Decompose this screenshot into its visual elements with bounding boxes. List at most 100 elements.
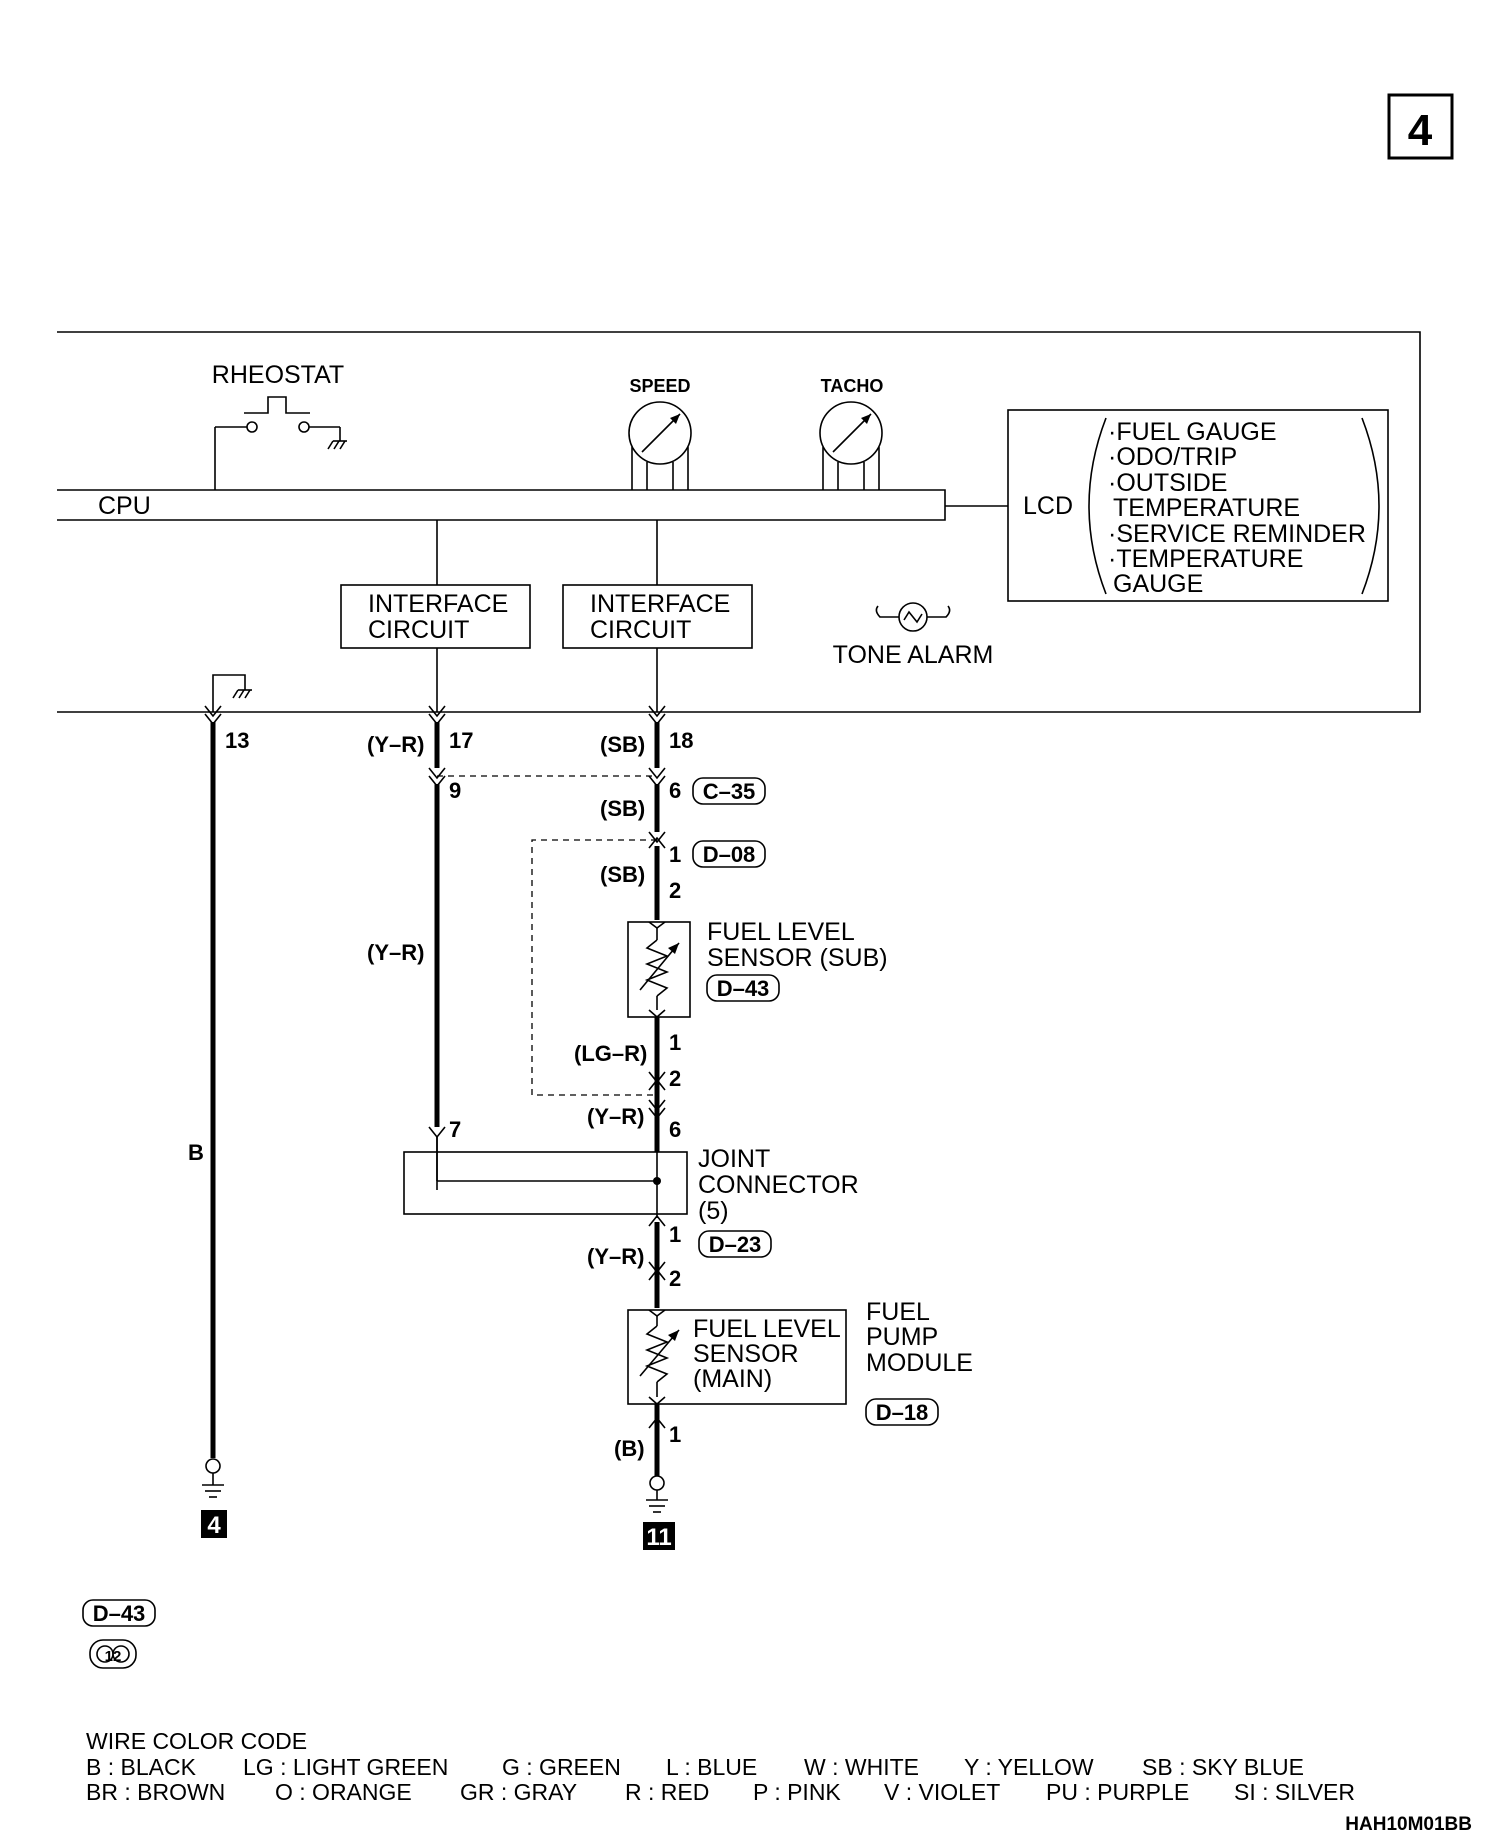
lcd-item: ·SERVICE REMINDER (1108, 520, 1366, 548)
joint-connector-box (403, 1151, 688, 1215)
variable-resistor-icon (639, 1309, 680, 1406)
joint-connector-label: (5) (698, 1197, 729, 1225)
connector-tag-d23: D–23 (698, 1230, 772, 1258)
wire-color-code-item: W : WHITE (804, 1754, 919, 1780)
wire-color-yr: (Y–R) (367, 940, 424, 965)
lcd-item: ·FUEL GAUGE (1108, 418, 1277, 446)
pin17-connector-mark (428, 705, 446, 718)
fuel-pump-module-label: FUEL (866, 1298, 930, 1326)
pin-1: 1 (669, 1030, 681, 1055)
legend-pins: 12 (105, 1648, 122, 1665)
cpu-label: CPU (98, 492, 151, 520)
fuel-sensor-sub-label: SENSOR (SUB) (707, 944, 888, 972)
speedometer-icon (628, 401, 692, 490)
pin2-connector-mark (648, 836, 666, 849)
ground-point-11-badge (643, 1522, 675, 1550)
connector-tag-c35: C–35 (692, 777, 766, 805)
pin6b-connector-mark (648, 1099, 666, 1112)
interface-circuit-1-label: CIRCUIT (368, 616, 469, 644)
pin-1: 1 (669, 842, 681, 867)
wire-color-code-item: GR : GRAY (460, 1779, 577, 1805)
lcd-label: LCD (1023, 492, 1073, 520)
fuel-sensor-main-label: (MAIN) (693, 1365, 772, 1393)
wire-color-code-item: V : VIOLET (884, 1779, 1000, 1805)
pin-18: 18 (669, 728, 693, 753)
lcd-item: GAUGE (1113, 570, 1203, 598)
connector-d08-outline (531, 839, 657, 1096)
pin1d-connector-mark (648, 1416, 666, 1429)
fuel-pump-module-label: PUMP (866, 1323, 938, 1351)
lcd-bracket-right (1361, 417, 1380, 595)
pin2c-connector-mark (648, 1268, 666, 1281)
interface-circuit-2-label: INTERFACE (590, 590, 730, 618)
tone-alarm-label: TONE ALARM (833, 641, 994, 669)
tacho-label: TACHO (821, 376, 884, 396)
interface-circuit-1-label: INTERFACE (368, 590, 508, 618)
wire-color-sb: (SB) (600, 732, 645, 757)
pin7-connector-mark (428, 1126, 446, 1139)
wire-color-code-item: PU : PURPLE (1046, 1779, 1189, 1805)
pin1-connector-mark (648, 831, 666, 844)
figure-code: HAH10M01BB (1345, 1814, 1472, 1835)
connector-tag-d43: D–43 (706, 974, 780, 1002)
pin-2: 2 (669, 878, 681, 903)
wire-color-code-item: Y : YELLOW (964, 1754, 1094, 1780)
wire-color-sb: (SB) (600, 862, 645, 887)
lcd-bracket-left (1088, 417, 1107, 595)
ground-point-11: 11 (646, 1524, 671, 1551)
wire-color-code-item: P : PINK (753, 1779, 841, 1805)
ground-symbol-icon (646, 1475, 668, 1513)
variable-resistor-icon (639, 921, 680, 1019)
joint-connector-label: JOINT (698, 1145, 770, 1173)
pin-6: 6 (669, 778, 681, 803)
pin-7: 7 (449, 1117, 461, 1142)
pin-2: 2 (669, 1266, 681, 1291)
fuel-pump-module-label: MODULE (866, 1349, 973, 1377)
wire-color-code-item: SI : SILVER (1234, 1779, 1355, 1805)
pin-9: 9 (449, 778, 461, 803)
pin1c-connector-mark (648, 1214, 666, 1227)
lcd-item: ·TEMPERATURE (1108, 545, 1303, 573)
joint-connector-label: CONNECTOR (698, 1171, 859, 1199)
pin2c-connector-mark (648, 1261, 666, 1274)
fuel-sensor-main-label: SENSOR (693, 1340, 799, 1368)
connector-face-icon: 12 (89, 1639, 137, 1669)
wire-color-b: B (188, 1140, 204, 1165)
pin2b-connector-mark (648, 1071, 666, 1084)
ground-point-4-badge (201, 1510, 227, 1538)
wire-color-code-item: G : GREEN (502, 1754, 621, 1780)
pin-2: 2 (669, 1066, 681, 1091)
interface-circuit-1 (340, 584, 531, 649)
pin-13: 13 (225, 728, 249, 753)
lcd-item: TEMPERATURE (1113, 494, 1300, 522)
wire-color-code-title: WIRE COLOR CODE (86, 1728, 307, 1754)
fuel-sensor-main-label: FUEL LEVEL (693, 1315, 841, 1343)
rheostat-label: RHEOSTAT (212, 361, 344, 389)
wire-color-code-item: LG : LIGHT GREEN (243, 1754, 448, 1780)
wire-color-yr: (Y–R) (367, 732, 424, 757)
wire-color-code-item: L : BLUE (666, 1754, 757, 1780)
pin-17: 17 (449, 728, 473, 753)
connector-d43: D–43 (717, 976, 770, 1001)
lcd-item: ·ODO/TRIP (1108, 443, 1237, 471)
wire-color-b: (B) (614, 1436, 645, 1461)
wire-color-lgr: (LG–R) (574, 1041, 647, 1066)
lcd-box (1007, 409, 1389, 602)
wire-color-sb: (SB) (600, 796, 645, 821)
pin9-connector-mark (428, 767, 446, 780)
wire-color-yr: (Y–R) (587, 1104, 644, 1129)
fuel-sensor-sub-label: FUEL LEVEL (707, 918, 855, 946)
wire-color-code-item: R : RED (625, 1779, 709, 1805)
interface-circuit-2-label: CIRCUIT (590, 616, 691, 644)
fuel-level-sensor-main (627, 1309, 847, 1405)
tachometer-icon (819, 401, 883, 490)
pin-1: 1 (669, 1422, 681, 1447)
pin-1: 1 (669, 1222, 681, 1247)
wire-color-code-item: B : BLACK (86, 1754, 197, 1780)
page-number: 4 (1408, 106, 1433, 155)
lcd-item: ·OUTSIDE (1108, 469, 1227, 497)
internal-ground-icon (212, 674, 252, 712)
connector-tag-d18: D–18 (865, 1398, 939, 1426)
cpu-block (57, 489, 946, 521)
